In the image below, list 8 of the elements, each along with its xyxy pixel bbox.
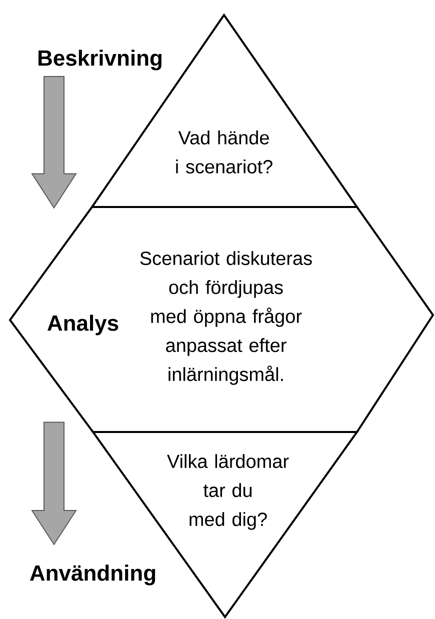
- heading: Beskrivning: [38, 50, 162, 70]
- arrow: [31, 76, 77, 209]
- section-text: Vad hände i scenariot?: [176, 130, 272, 174]
- section-text: Scenariot diskuteras och fördjupas med öppna frågor anpassat efter inlärningsmål.: [140, 251, 312, 385]
- arrow: [31, 422, 77, 546]
- heading: Analys: [47, 314, 118, 336]
- heading: Användning: [30, 564, 156, 586]
- section-text: Vilka lärdomar tar du med dig?: [167, 454, 289, 530]
